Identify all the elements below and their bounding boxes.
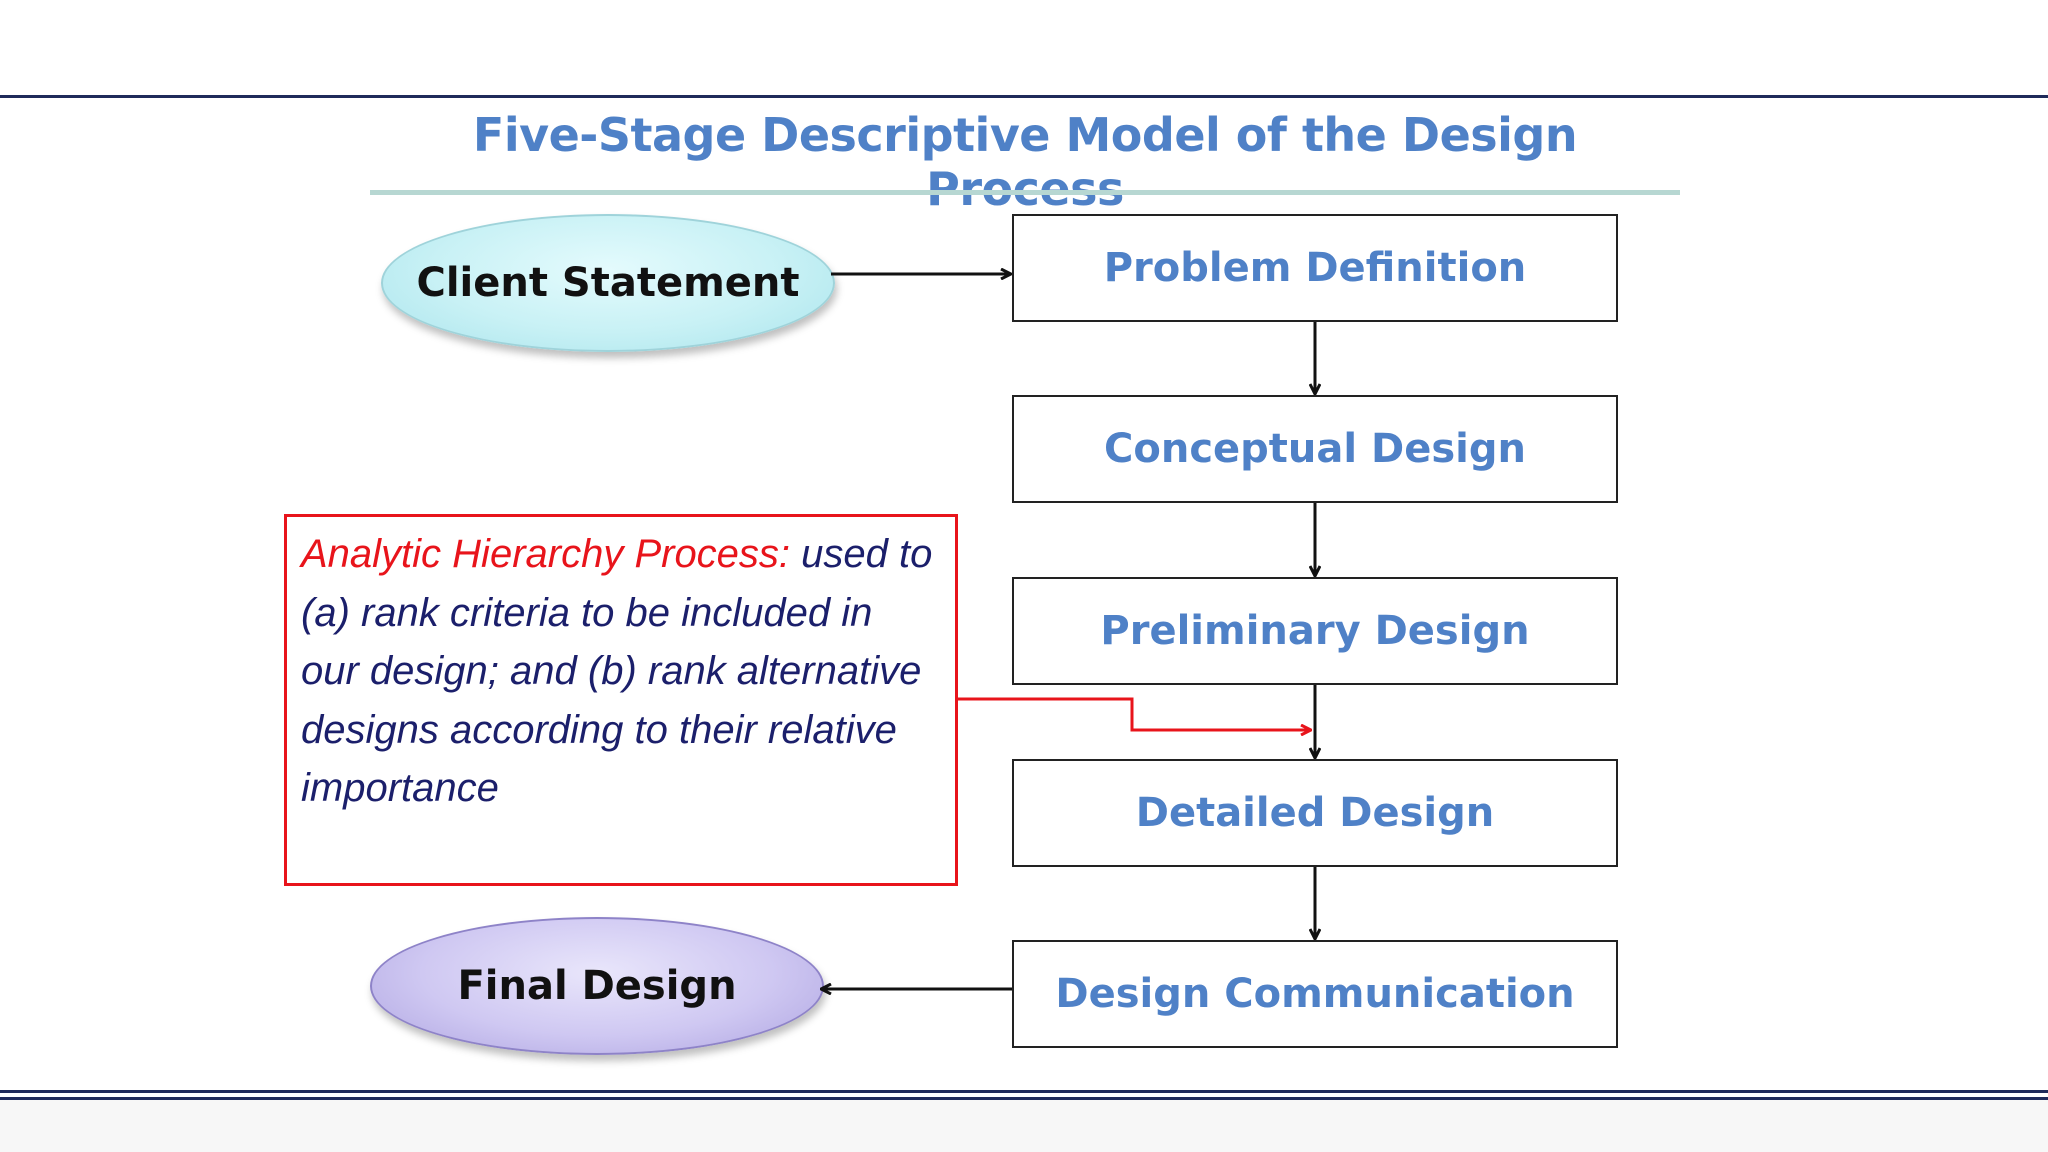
- stage-problem-definition: Problem Definition: [1012, 214, 1618, 322]
- client-statement-label: Client Statement: [416, 260, 800, 306]
- title-underline: [370, 190, 1680, 195]
- stage-label: Conceptual Design: [1104, 426, 1526, 472]
- stage-label: Preliminary Design: [1100, 608, 1530, 654]
- client-statement-node: Client Statement: [381, 214, 835, 352]
- stage-conceptual-design: Conceptual Design: [1012, 395, 1618, 503]
- final-design-label: Final Design: [457, 963, 737, 1009]
- bottom-rule: [0, 1090, 2048, 1093]
- ahp-note-highlight: Analytic Hierarchy Process:: [301, 532, 791, 576]
- arrow-ahp-to-flow: [958, 697, 1310, 730]
- stage-label: Problem Definition: [1103, 245, 1527, 291]
- ahp-note-text: used to (a) rank criteria to be included…: [301, 532, 933, 810]
- slide-title: Five-Stage Descriptive Model of the Desi…: [472, 108, 1578, 216]
- top-rule: [0, 95, 2048, 98]
- stage-preliminary-design: Preliminary Design: [1012, 577, 1618, 685]
- stage-design-communication: Design Communication: [1012, 940, 1618, 1048]
- stage-label: Design Communication: [1055, 971, 1575, 1017]
- stage-label: Detailed Design: [1135, 790, 1495, 836]
- stage-detailed-design: Detailed Design: [1012, 759, 1618, 867]
- bottom-rule-secondary: [0, 1097, 2048, 1100]
- final-design-node: Final Design: [370, 917, 824, 1055]
- footer-band: [0, 1100, 2048, 1152]
- ahp-note-box: Analytic Hierarchy Process: used to (a) …: [284, 514, 958, 886]
